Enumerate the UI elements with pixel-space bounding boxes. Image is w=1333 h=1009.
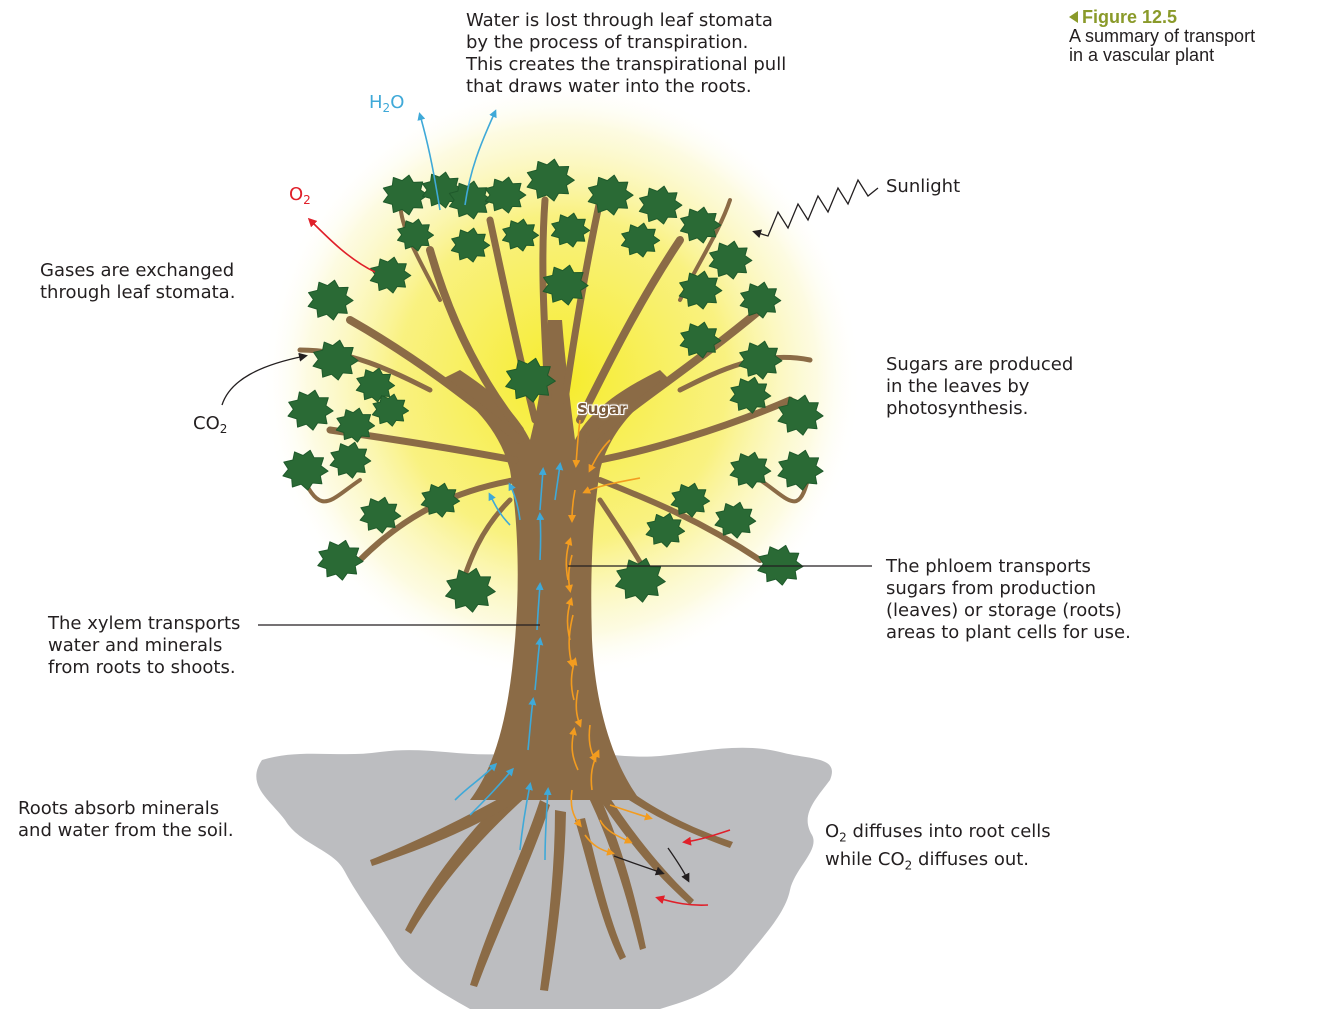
h2o-label: H2O	[369, 92, 404, 115]
figure-caption-line-2: in a vascular plant	[1069, 45, 1214, 65]
phloem-label: The phloem transports sugars from produc…	[886, 556, 1131, 644]
triangle-left-icon	[1069, 11, 1078, 23]
figure-number-line: Figure 12.5	[1069, 7, 1177, 27]
xylem-label: The xylem transports water and minerals …	[48, 613, 240, 679]
co2-label: CO2	[193, 413, 227, 436]
transpiration-label: Water is lost through leaf stomata by th…	[466, 10, 786, 98]
roots-label: Roots absorb minerals and water from the…	[18, 798, 234, 842]
root-gas-label: O2 diffuses into root cells while CO2 di…	[825, 821, 1051, 876]
sunlight-label: Sunlight	[886, 176, 960, 198]
gases-label: Gases are exchanged through leaf stomata…	[40, 260, 235, 304]
figure-caption-line-1: A summary of transport	[1069, 26, 1255, 46]
o2-label: O2	[289, 184, 311, 207]
figure-heading: Figure 12.5 A summary of transport in a …	[1069, 8, 1255, 65]
sugars-label: Sugars are produced in the leaves by pho…	[886, 354, 1073, 420]
figure-number: Figure 12.5	[1082, 7, 1177, 27]
sugar-label: Sugar	[577, 400, 627, 418]
